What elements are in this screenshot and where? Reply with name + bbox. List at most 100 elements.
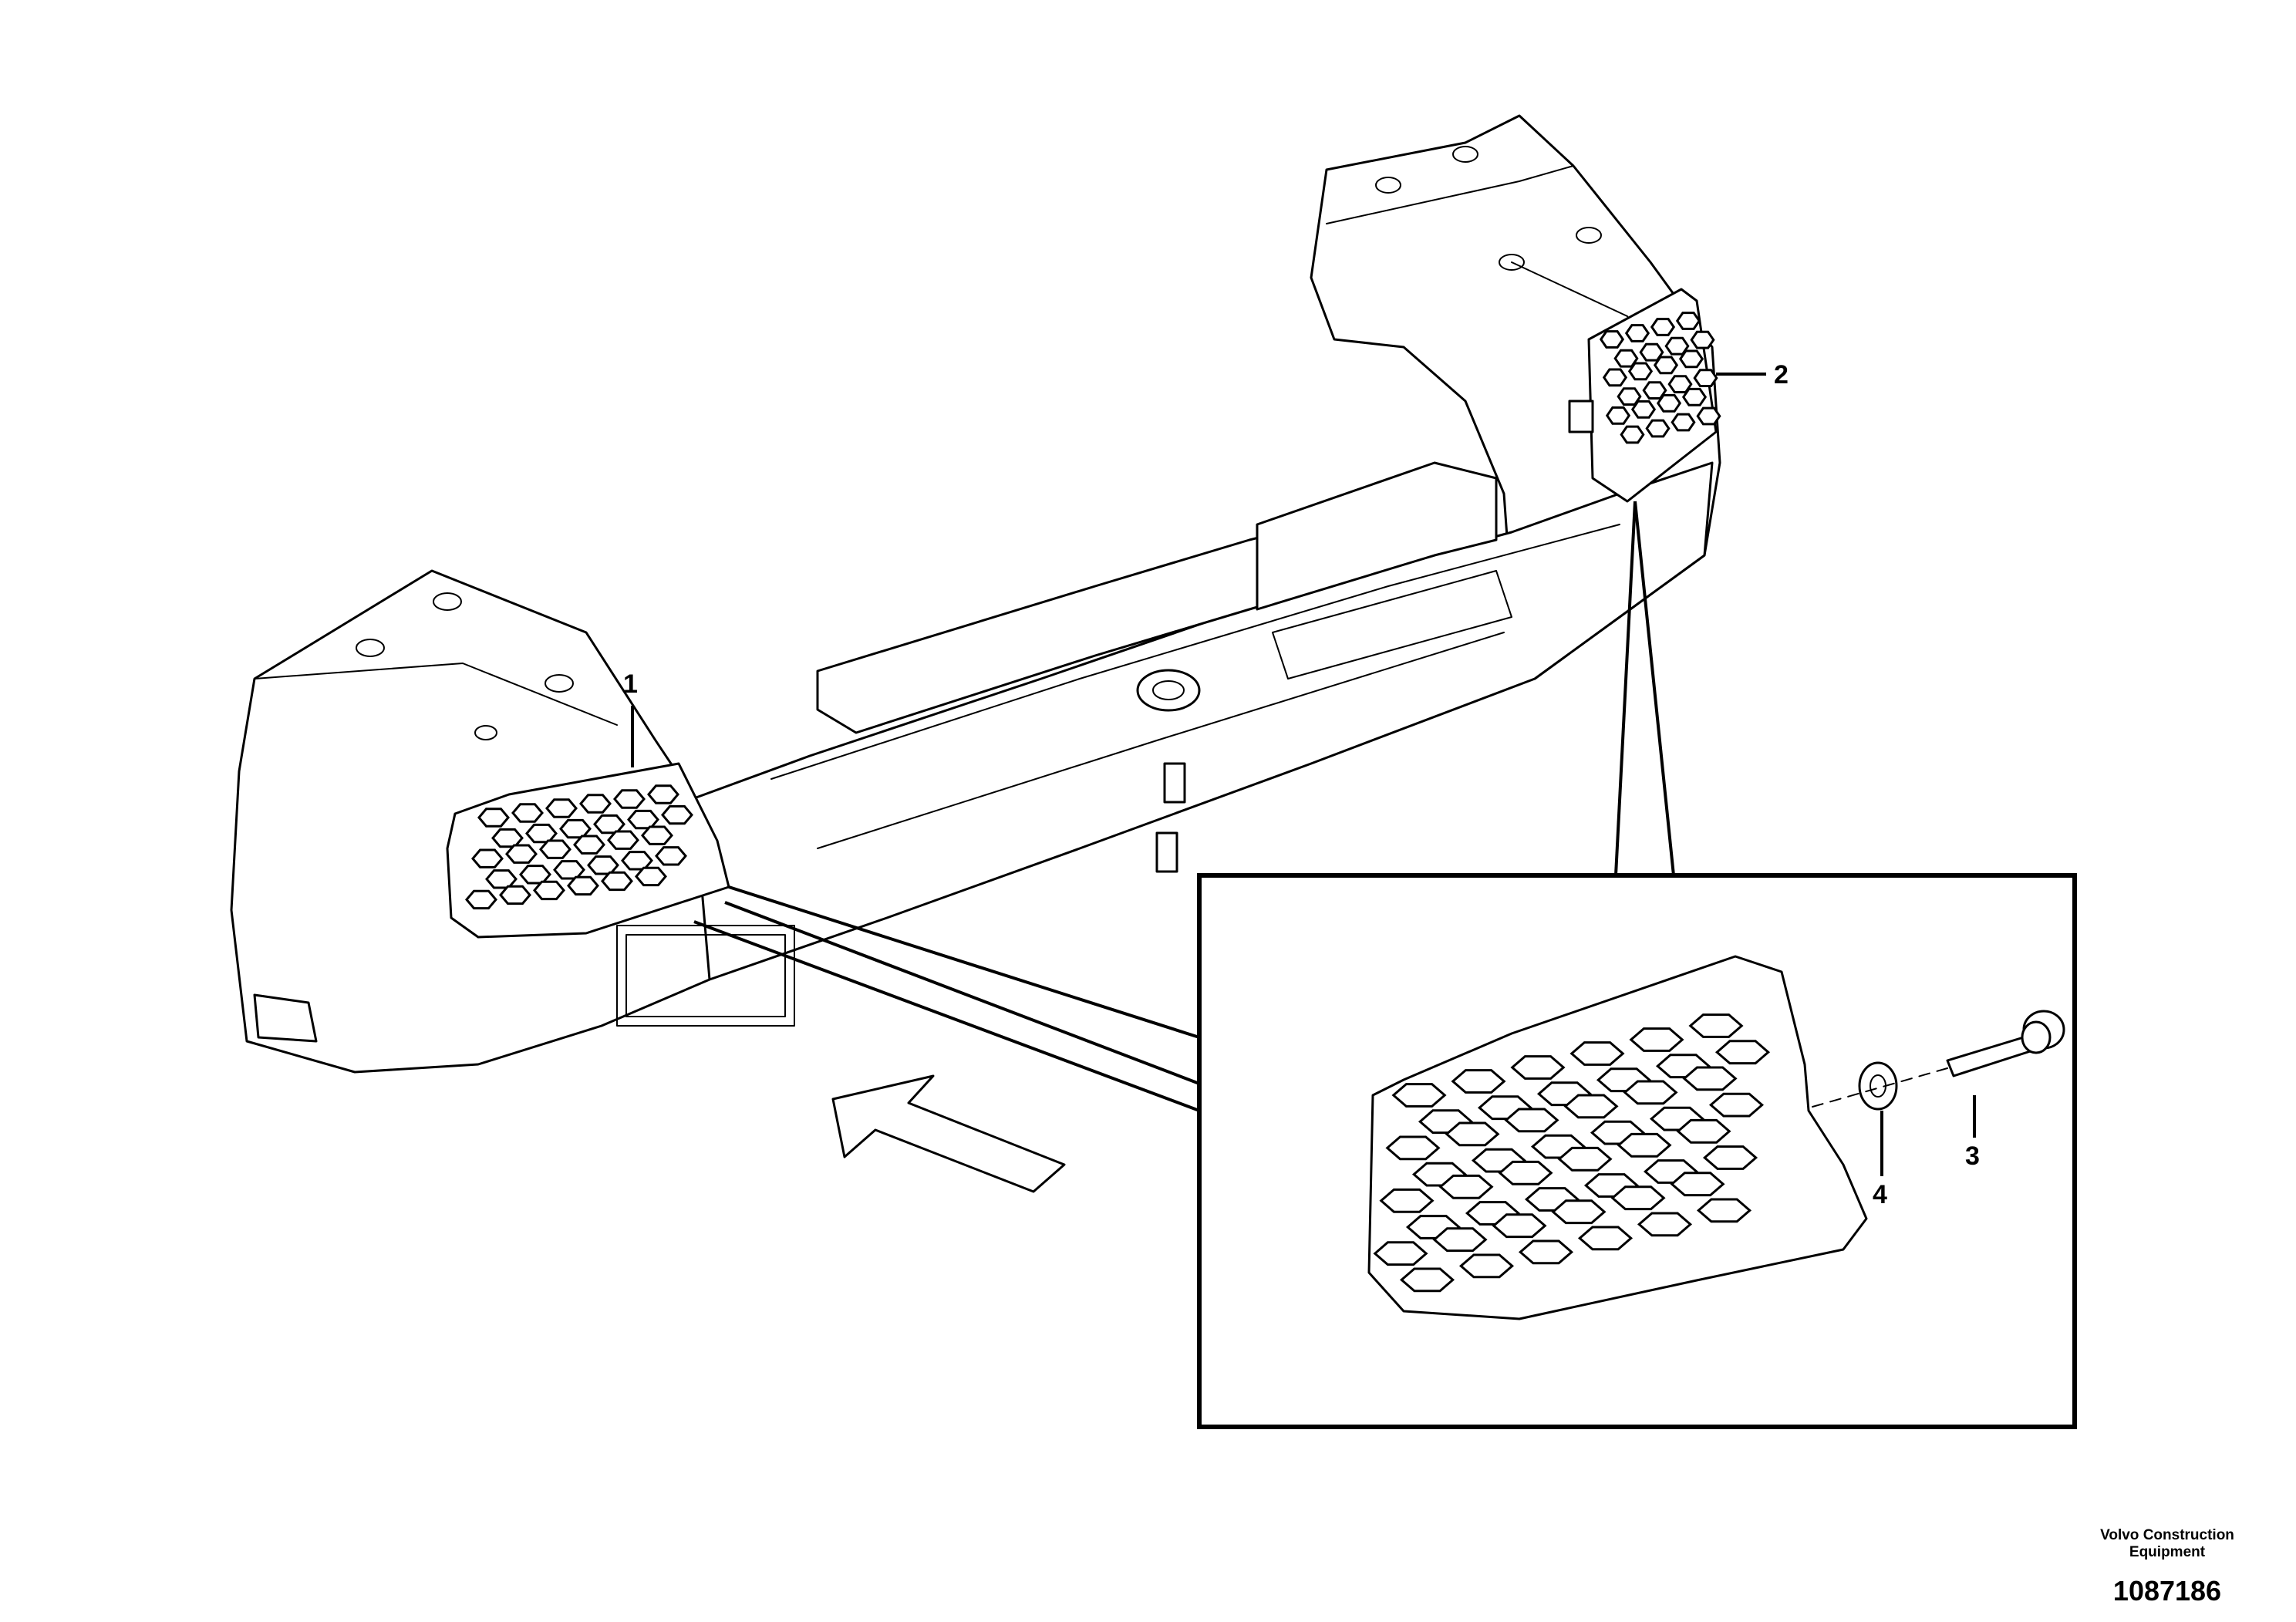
- mesh-cell: [621, 851, 653, 871]
- mesh-cell: [525, 823, 558, 844]
- bolt-hole: [544, 674, 574, 693]
- mesh-cell: [627, 809, 659, 830]
- mesh-cell: [1642, 381, 1667, 400]
- mesh-cell: [1656, 393, 1682, 413]
- guard-1: [446, 762, 730, 939]
- mesh-cell: [539, 839, 571, 859]
- mesh-cell: [1438, 1174, 1494, 1199]
- counterweight: [230, 114, 1721, 1074]
- mesh-cell: [559, 818, 592, 839]
- mesh-cell: [1714, 1040, 1771, 1065]
- manufacturer-line-1: Volvo Construction: [2100, 1527, 2234, 1543]
- bolt-hole: [1375, 177, 1401, 194]
- mesh-cell: [1617, 1132, 1672, 1158]
- mesh-cell: [1399, 1267, 1455, 1293]
- bolt-hole: [356, 639, 385, 657]
- bolt-hole: [1499, 254, 1525, 271]
- mesh-cell: [1617, 387, 1642, 406]
- bolt-hole: [1452, 146, 1478, 163]
- mesh-cell: [519, 865, 551, 885]
- callout-2: 2: [1774, 360, 1789, 389]
- mesh-cell: [1671, 413, 1696, 432]
- mesh-cell: [1451, 1069, 1506, 1094]
- mesh-cell: [1630, 400, 1657, 419]
- mesh-cell: [1391, 1083, 1447, 1108]
- mesh-cell: [1629, 1027, 1684, 1052]
- mesh-cell: [1682, 1066, 1738, 1091]
- mesh-cell: [1637, 1212, 1693, 1237]
- mesh-cell: [1610, 1185, 1666, 1211]
- mesh-cell: [1569, 1041, 1625, 1066]
- mesh-cell: [1624, 324, 1650, 342]
- mesh-cell: [1445, 1121, 1500, 1147]
- lower-lamp: [253, 993, 318, 1043]
- mesh-cell: [485, 869, 518, 889]
- mesh-cell: [1702, 1145, 1758, 1170]
- title-block: Volvo Construction Equipment 1087186: [2052, 1527, 2283, 1607]
- assembly-line: [1812, 1067, 1948, 1108]
- main-beam: [677, 461, 1714, 981]
- mesh-cell: [1681, 387, 1708, 406]
- mesh-cell: [1498, 1160, 1553, 1185]
- pin: [1163, 762, 1186, 804]
- mesh-cell: [661, 804, 693, 825]
- mesh-cell: [1670, 1172, 1725, 1197]
- mesh-cell: [1504, 1108, 1559, 1133]
- mesh-cell: [545, 798, 578, 818]
- bolt-hole: [474, 725, 497, 740]
- mesh-cell: [607, 830, 639, 850]
- mesh-cell: [1577, 1226, 1633, 1251]
- mesh-cell: [471, 848, 504, 868]
- mesh-cell: [477, 808, 510, 828]
- beam-slot: [1272, 570, 1512, 679]
- mesh-cell: [593, 814, 625, 835]
- mesh-cell: [1620, 425, 1645, 444]
- mesh-cell: [1645, 419, 1671, 438]
- detail-guard-mesh: [1373, 1013, 1771, 1293]
- mesh-cell: [505, 844, 538, 864]
- mesh-cell: [573, 835, 605, 855]
- guard-2-mesh: [1599, 312, 1721, 444]
- mesh-cell: [1690, 330, 1715, 349]
- mesh-cell: [1667, 375, 1693, 393]
- mesh-cell: [1385, 1135, 1441, 1161]
- mesh-cell: [1675, 312, 1701, 330]
- mesh-cell: [1373, 1241, 1428, 1266]
- mesh-cell: [1639, 342, 1664, 362]
- mesh-cell: [1693, 369, 1718, 387]
- mesh-cell: [499, 885, 531, 905]
- mesh-cell: [533, 880, 565, 901]
- mesh-cell: [1676, 1118, 1731, 1144]
- guard-2-tab: [1568, 400, 1594, 433]
- guard-1-mesh: [465, 784, 693, 910]
- mesh-cell: [635, 866, 667, 887]
- mesh-cell: [579, 794, 612, 814]
- bolt-hole: [433, 592, 462, 611]
- mesh-cell: [613, 789, 646, 809]
- mesh-cell: [1599, 330, 1625, 349]
- detail-box: [1197, 873, 2077, 1429]
- callout-1: 1: [623, 669, 638, 699]
- mesh-cell: [1696, 406, 1721, 426]
- bolt-hole: [1576, 227, 1602, 244]
- detail-connectors: [693, 501, 1675, 1112]
- mesh-cell: [601, 871, 633, 892]
- lifting-eye: [1136, 669, 1201, 712]
- mesh-cell: [1605, 406, 1631, 425]
- mesh-cell: [1664, 336, 1690, 356]
- pin: [1155, 831, 1178, 873]
- mesh-cell: [1563, 1094, 1619, 1119]
- washer: [1858, 1061, 1898, 1111]
- mesh-cell: [1557, 1146, 1613, 1172]
- mesh-cell: [647, 784, 679, 804]
- mesh-cell: [1696, 1198, 1752, 1223]
- mesh-cell: [1492, 1213, 1547, 1239]
- bolt: [1946, 1010, 2065, 1077]
- mesh-cell: [1653, 356, 1679, 375]
- callout-4: 4: [1873, 1180, 1887, 1209]
- mesh-cell: [1650, 318, 1676, 336]
- arrow-outline-icon: [831, 1074, 1066, 1193]
- mesh-cell: [511, 803, 544, 823]
- mesh-cell: [1623, 1080, 1678, 1105]
